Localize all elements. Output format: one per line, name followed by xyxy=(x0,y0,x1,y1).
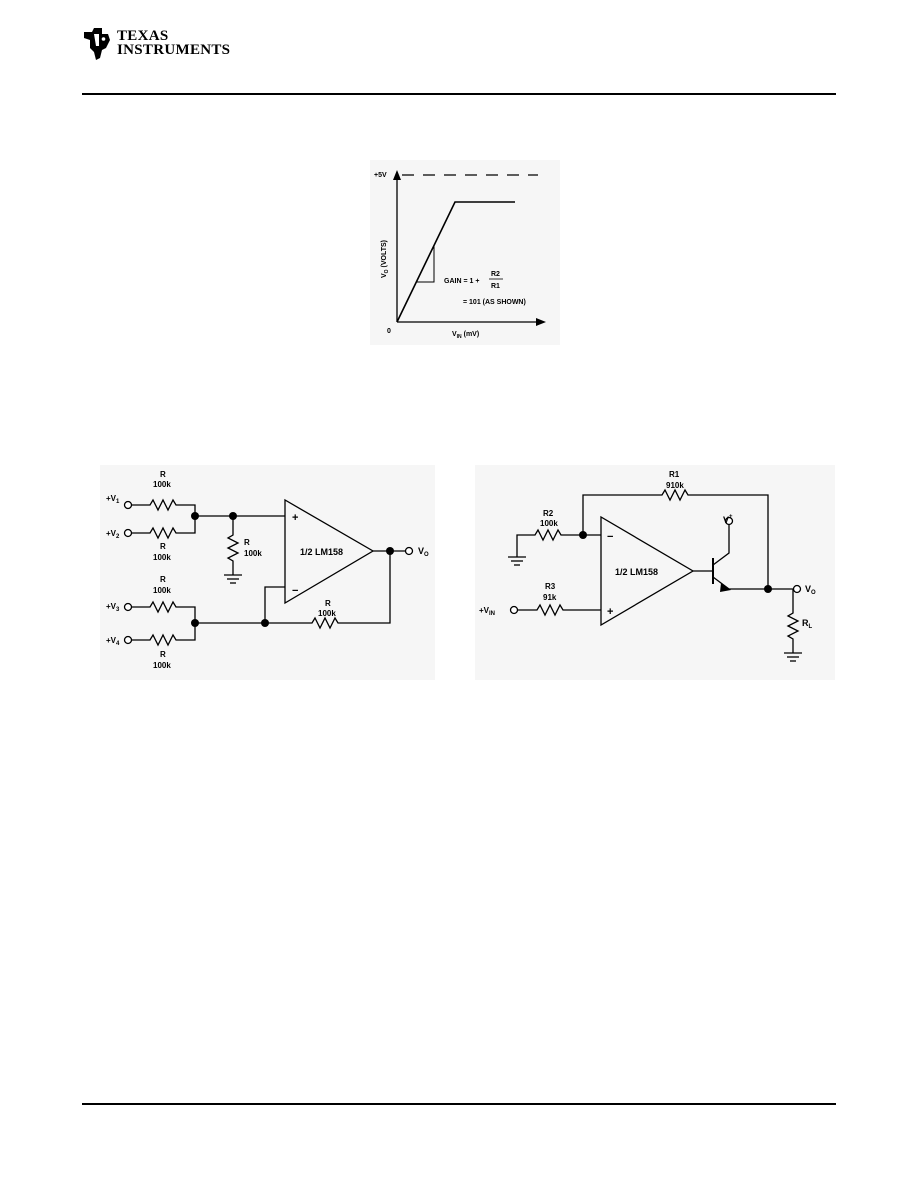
y-axis-label: VO (VOLTS) xyxy=(381,240,390,278)
y-axis-arrow-icon xyxy=(393,170,401,180)
inverting-wire xyxy=(264,586,285,623)
resistor-2-value: 100k xyxy=(153,553,171,562)
origin-label: 0 xyxy=(387,328,391,335)
junction-dot xyxy=(229,512,237,520)
input-terminal-3-icon xyxy=(123,602,133,612)
minus-sign: − xyxy=(292,585,298,597)
input-resistor-2-icon xyxy=(132,516,196,540)
gain-denominator: R1 xyxy=(491,283,500,290)
feedback-resistor-name: R xyxy=(325,599,331,608)
collector-wire xyxy=(712,525,730,566)
input-resistor-1-icon xyxy=(132,498,196,516)
output-terminal-icon xyxy=(792,584,802,594)
output-label: VO xyxy=(805,584,816,596)
resistor-4-value: 100k xyxy=(153,661,171,670)
plus-sign: + xyxy=(607,606,613,618)
current-amplifier-circuit: R1 910k R2 100k R3 91k − + 1/2 LM158 V+ … xyxy=(475,465,835,680)
junction-dot xyxy=(764,585,772,593)
junction-dot xyxy=(191,512,199,520)
r1-name: R1 xyxy=(669,470,680,479)
ground-resistor-name: R xyxy=(244,538,250,547)
input-resistor-4-icon xyxy=(132,623,196,647)
r1-value: 910k xyxy=(666,481,684,490)
resistor-3-value: 100k xyxy=(153,586,171,595)
r2-value: 100k xyxy=(540,519,558,528)
y-top-label: +5V xyxy=(374,172,387,179)
r3-resistor-icon xyxy=(518,603,601,617)
resistor-3-name: R xyxy=(160,575,166,584)
circuit-panel xyxy=(100,465,435,680)
r2-name: R2 xyxy=(543,509,554,518)
resistor-2-name: R xyxy=(160,542,166,551)
feedback-resistor-icon xyxy=(265,551,391,630)
output-label: VO xyxy=(418,546,429,558)
supply-label: V+ xyxy=(723,514,733,525)
header-rule xyxy=(82,93,836,95)
input-terminal-1-icon xyxy=(123,500,133,510)
x-axis-label: VIN (mV) xyxy=(452,331,479,340)
r2-resistor-icon xyxy=(516,528,601,557)
output-terminal-icon xyxy=(404,546,414,556)
brand-line-1: TEXAS xyxy=(117,28,169,44)
input-label-3: +V3 xyxy=(106,602,120,613)
resistor-4-name: R xyxy=(160,650,166,659)
junction-dot xyxy=(261,619,269,627)
gain-transfer-graph: +5V 0 VO (VOLTS) VIN (mV) GAIN = 1 + R2 … xyxy=(370,160,560,345)
plus-sign: + xyxy=(292,512,298,524)
slope-triangle xyxy=(416,245,435,283)
input-terminal-4-icon xyxy=(123,635,133,645)
r1-resistor-icon xyxy=(582,488,769,590)
rl-resistor-icon xyxy=(786,589,800,653)
input-terminal-2-icon xyxy=(123,528,133,538)
brand-name: TEXAS INSTRUMENTS xyxy=(117,28,231,58)
x-axis-arrow-icon xyxy=(536,318,546,326)
texas-instruments-logo-icon xyxy=(84,28,110,60)
opamp-label: 1/2 LM158 xyxy=(300,547,343,557)
rl-label: RL xyxy=(802,618,813,630)
r3-name: R3 xyxy=(545,582,556,591)
feedback-resistor-value: 100k xyxy=(318,609,336,618)
emitter-arrow-icon xyxy=(720,583,731,592)
r3-value: 91k xyxy=(543,593,557,602)
junction-dot xyxy=(386,547,394,555)
junction-dot xyxy=(579,531,587,539)
footer-rule xyxy=(82,1103,836,1105)
ground-resistor-value: 100k xyxy=(244,549,262,558)
input-label: +VIN xyxy=(479,606,495,617)
gain-prefix: GAIN = 1 + xyxy=(444,278,479,285)
opamp-icon xyxy=(600,515,695,627)
gain-value: = 101 (AS SHOWN) xyxy=(463,299,526,306)
resistor-1-value: 100k xyxy=(153,480,171,489)
input-terminal-icon xyxy=(509,605,519,615)
input-label-2: +V2 xyxy=(106,529,120,540)
ground-resistor-icon xyxy=(226,516,240,575)
opamp-icon xyxy=(284,498,375,605)
junction-dot xyxy=(191,619,199,627)
gain-numerator: R2 xyxy=(491,271,500,278)
circuit-panel xyxy=(475,465,835,680)
opamp-label: 1/2 LM158 xyxy=(615,567,658,577)
input-label-1: +V1 xyxy=(106,494,120,505)
summing-amplifier-circuit: +V1 +V2 +V3 +V4 R 100k R 100k R 100k R 1… xyxy=(100,465,435,680)
supply-terminal-icon xyxy=(724,516,734,526)
minus-sign: − xyxy=(607,531,613,543)
input-label-4: +V4 xyxy=(106,636,120,647)
resistor-1-name: R xyxy=(160,470,166,479)
input-resistor-3-icon xyxy=(132,600,196,623)
brand-line-2: INSTRUMENTS xyxy=(117,42,231,58)
